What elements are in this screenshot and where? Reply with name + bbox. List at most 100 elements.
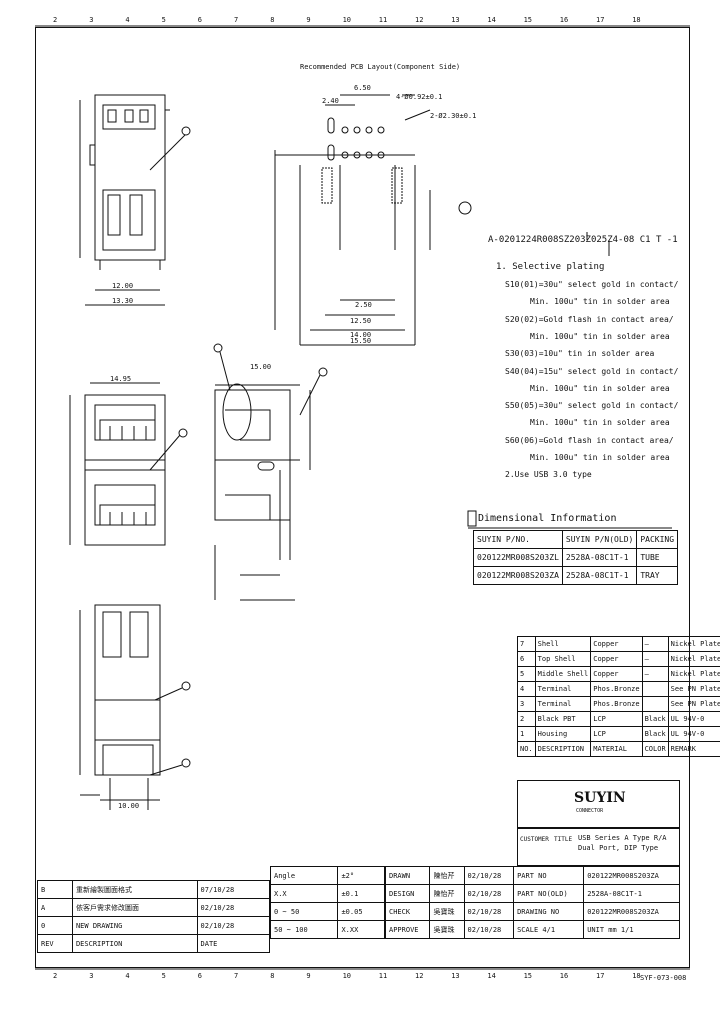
ruler-number: 11 xyxy=(378,972,388,980)
bom-remark: See PN Plated xyxy=(667,696,720,712)
rev-0-desc: NEW DRAWING xyxy=(71,916,198,935)
bom-desc: Terminal xyxy=(534,681,592,697)
ruler-number: 9 xyxy=(306,972,311,980)
design-date: 02/10/28 xyxy=(463,884,515,903)
bom-mat: LCP xyxy=(590,711,643,727)
bom-no: 6 xyxy=(517,651,536,667)
dim-label: 10.00 xyxy=(118,802,140,810)
approve-name: 吳寶珠 xyxy=(429,920,465,939)
bom-desc: Terminal xyxy=(534,696,592,712)
rev-a-date: 02/10/28 xyxy=(196,898,271,917)
dim-label: 14.00 xyxy=(350,331,372,339)
ruler-number: 3 xyxy=(89,16,94,24)
dim-label: 12.50 xyxy=(350,317,372,325)
drawing-frame xyxy=(35,27,690,968)
plating-note-line: Min. 100u" tin in solder area xyxy=(530,453,670,462)
rev-b: B xyxy=(37,880,73,899)
bom-no: NO. xyxy=(517,741,536,757)
company-sub: CONNECTOR xyxy=(576,808,604,814)
plating-note-line: Min. 100u" tin in solder area xyxy=(530,418,670,428)
ruler-number: 12 xyxy=(415,972,424,980)
bom-no: 3 xyxy=(517,696,536,712)
ruler-number: 16 xyxy=(559,972,569,980)
scale-cell: SCALE 4/1 xyxy=(513,920,585,939)
angle-label: Angle xyxy=(269,866,339,885)
bom-desc: Middle Shell xyxy=(534,666,592,682)
note-title: 1. Selective plating xyxy=(496,262,605,272)
bom-color: Black xyxy=(641,711,669,727)
ruler-number: 12 xyxy=(415,16,424,24)
company-name: SUYIN xyxy=(574,790,626,806)
cell: TUBE xyxy=(636,548,679,567)
range1: 0 ~ 50 xyxy=(269,902,339,921)
ruler-number: 4 xyxy=(125,16,130,24)
dim-label: 12.00 xyxy=(112,282,134,290)
plating-note-line: S40(04)=15u" select gold in contact/ xyxy=(505,366,679,376)
check-date: 02/10/28 xyxy=(463,902,515,921)
ruler-number: 5 xyxy=(161,972,166,980)
bom-remark: See PN Plated xyxy=(667,681,720,697)
tol1-value: ±0.1 xyxy=(337,884,385,903)
bom-mat: Phos.Bronze xyxy=(590,681,643,697)
bom-no: 5 xyxy=(517,666,536,682)
col-desc: DESCRIPTION xyxy=(71,934,198,953)
design-label: DESIGN xyxy=(384,884,431,903)
approve-date: 02/10/28 xyxy=(463,920,515,939)
unit-value: mm xyxy=(608,925,617,934)
cell: 020122MR008S203ZA xyxy=(473,566,563,585)
ruler-number: 7 xyxy=(234,16,239,24)
bom-no: 4 xyxy=(517,681,536,697)
bom-desc: Black PBT xyxy=(534,711,592,727)
rev-0: 0 xyxy=(37,916,73,935)
ruler-number: 2 xyxy=(53,16,58,24)
dim-label: 15.50 xyxy=(350,337,372,345)
plating-note-line: Min. 100u" tin in solder area xyxy=(530,331,670,341)
cell: 020122MR008S203ZL xyxy=(473,548,563,567)
ruler-number: 14 xyxy=(487,16,496,24)
ruler-number: 6 xyxy=(197,16,203,24)
unit-label: UNIT xyxy=(587,925,605,934)
bom-mat: LCP xyxy=(590,726,643,742)
ruler-number: 8 xyxy=(270,16,275,24)
rev-b-desc: 重新繪製圖面格式 xyxy=(71,880,198,899)
bom-color: — xyxy=(641,636,669,652)
rev-b-date: 07/10/28 xyxy=(196,880,271,899)
unit-cell: UNIT mm 1/1 xyxy=(583,920,680,939)
range2: 50 ~ 100 xyxy=(269,920,339,939)
approve-label: APPROVE xyxy=(384,920,431,939)
bom-no: 2 xyxy=(517,711,536,727)
plating-note-line: Min. 100u" tin in solder area xyxy=(530,297,670,307)
bom-no: 7 xyxy=(517,636,536,652)
cell: TRAY xyxy=(636,566,679,585)
pcb-layout-title: Recommended PCB Layout(Component Side) xyxy=(300,63,461,71)
plating-note-line: Min. 100u" tin in solder area xyxy=(530,383,670,393)
drawn-label: DRAWN xyxy=(384,866,431,885)
ruler-number: 18 xyxy=(632,972,641,980)
bom-color: — xyxy=(641,666,669,682)
ruler-number: 10 xyxy=(342,16,352,24)
ruler-number: 17 xyxy=(596,16,605,24)
bom-remark: UL 94V-0 xyxy=(667,726,720,742)
ruler-number: 10 xyxy=(342,972,352,980)
plating-note-line: S50(05)=30u" select gold in contact/ xyxy=(505,401,679,411)
cell: 2528A-08C1T-1 xyxy=(561,566,638,585)
bom-desc: Housing xyxy=(534,726,592,742)
part-no: 020122MR008S203ZA xyxy=(583,866,680,885)
check-name: 吳寶珠 xyxy=(429,902,465,921)
dim-label: 6.50 xyxy=(354,84,371,92)
bom-remark: Nickel Plated xyxy=(667,636,720,652)
bom-desc: Top Shell xyxy=(534,651,592,667)
rev-0-date: 02/10/28 xyxy=(196,916,271,935)
check-label: CHECK xyxy=(384,902,431,921)
rev-a-desc: 依客戶需求修改圖面 xyxy=(71,898,198,917)
bom-color xyxy=(641,681,669,697)
bom-remark: Nickel Plated xyxy=(667,651,720,667)
